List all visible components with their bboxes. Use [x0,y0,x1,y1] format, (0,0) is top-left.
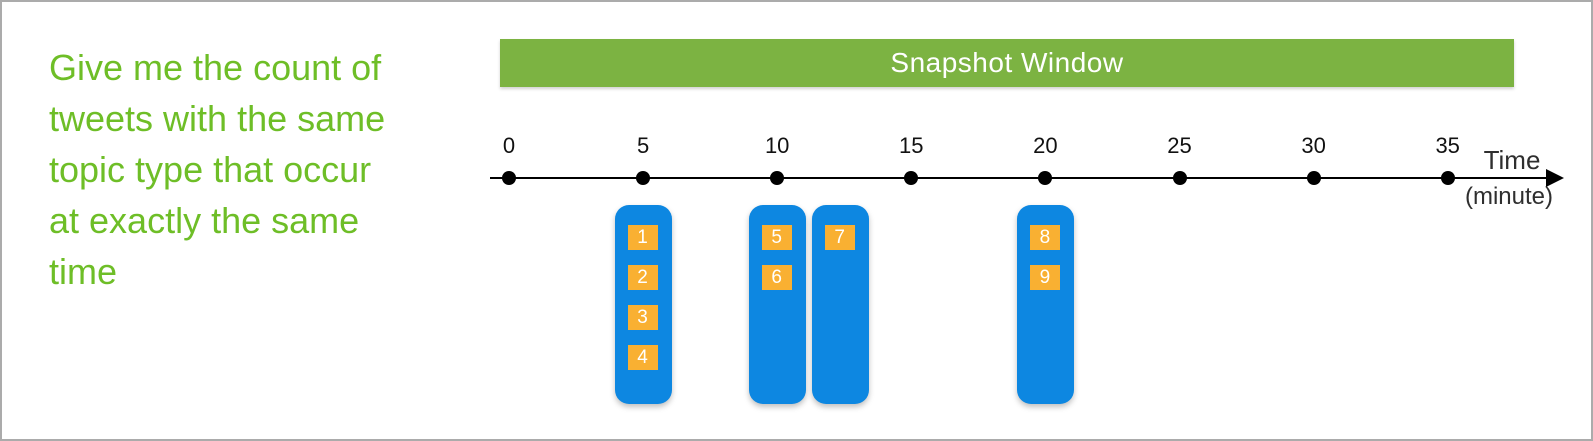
question-text: Give me the count of tweets with the same… [49,42,469,297]
question-line: at exactly the same [49,200,360,241]
tick-label-15: 15 [899,133,924,158]
tweet-chip-8: 8 [1029,225,1060,250]
question-line: Give me the count of [49,47,382,88]
arrow-right-icon [1546,169,1564,187]
question-line: time [49,251,118,292]
question-line: tweets with the same [49,98,386,139]
snapshot-window-banner: Snapshot Window [500,39,1514,87]
question-line: topic type that occur [49,149,372,190]
tick-dot-30 [1306,171,1321,185]
tick-dot-10 [770,171,785,185]
banner-label: Snapshot Window [890,47,1124,78]
tick-label-25: 25 [1167,133,1192,158]
tick-dot-0 [502,171,516,185]
tweet-chip-9: 9 [1029,265,1060,290]
tick-dot-15 [904,171,919,185]
tick-label-5: 5 [636,133,650,158]
tick-dot-20 [1038,171,1053,185]
tweet-chip-4: 4 [627,345,658,370]
tick-label-20: 20 [1033,133,1058,158]
tick-dot-25 [1172,171,1187,185]
tweet-group-min-5: 1 2 3 4 [614,205,672,404]
axis-label-minute: (minute) [1464,183,1554,210]
tweet-chip-3: 3 [627,305,658,330]
tweet-chip-2: 2 [627,265,658,290]
timeline-axis-line [490,177,1548,179]
tick-label-35: 35 [1435,133,1460,158]
axis-label-time: Time [1483,145,1541,175]
tick-dot-35 [1440,171,1455,185]
tick-dot-5 [636,171,651,185]
tweet-group-min-12.35: 7 [811,205,869,404]
tick-label-10: 10 [764,133,790,158]
tick-label-0: 0 [502,133,516,158]
tweet-chip-5: 5 [761,225,792,250]
tweet-chip-6: 6 [761,265,792,290]
tweet-chip-7: 7 [824,225,855,250]
tweet-chip-1: 1 [627,225,658,250]
tick-label-30: 30 [1301,133,1326,158]
